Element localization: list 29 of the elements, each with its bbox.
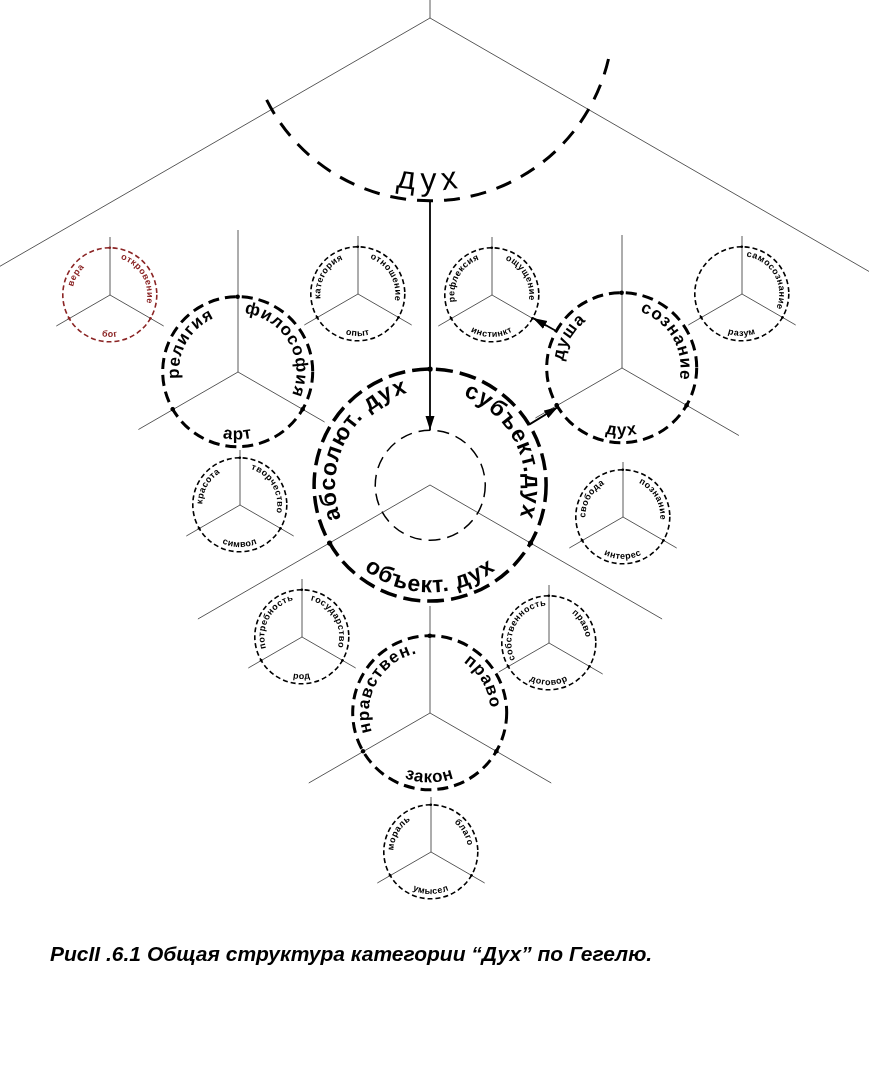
category-label: дух <box>395 158 466 198</box>
category-label: арт <box>222 423 254 444</box>
category-label: умысел <box>411 882 451 897</box>
category-label: род <box>292 670 312 682</box>
category-label: дух <box>605 419 640 440</box>
category-circle <box>160 294 316 450</box>
category-circle <box>191 456 289 554</box>
category-label: закон <box>403 763 457 787</box>
category-label: опыт <box>345 326 371 339</box>
category-circle <box>253 588 351 686</box>
category-circle <box>693 245 791 343</box>
category-label: инстинкт <box>469 324 515 340</box>
category-circle <box>574 468 672 566</box>
category-label: интерес <box>603 547 643 562</box>
category-label: бог <box>101 328 119 340</box>
category-circle <box>382 803 480 901</box>
category-circle <box>544 290 700 446</box>
category-label: символ <box>221 535 259 550</box>
figure-caption: РисII .6.1 Общая структура категории “Дух” по Гегелю. <box>50 942 653 966</box>
arrow <box>532 317 558 333</box>
category-label: объект. дух <box>360 552 500 598</box>
arrow <box>425 200 435 431</box>
category-circle <box>61 246 159 344</box>
category-label: разум <box>727 326 757 339</box>
category-circle <box>309 245 407 343</box>
category-label: договор <box>528 673 570 688</box>
category-circle <box>443 246 541 344</box>
category-circle <box>500 594 598 692</box>
arrow <box>528 406 559 426</box>
